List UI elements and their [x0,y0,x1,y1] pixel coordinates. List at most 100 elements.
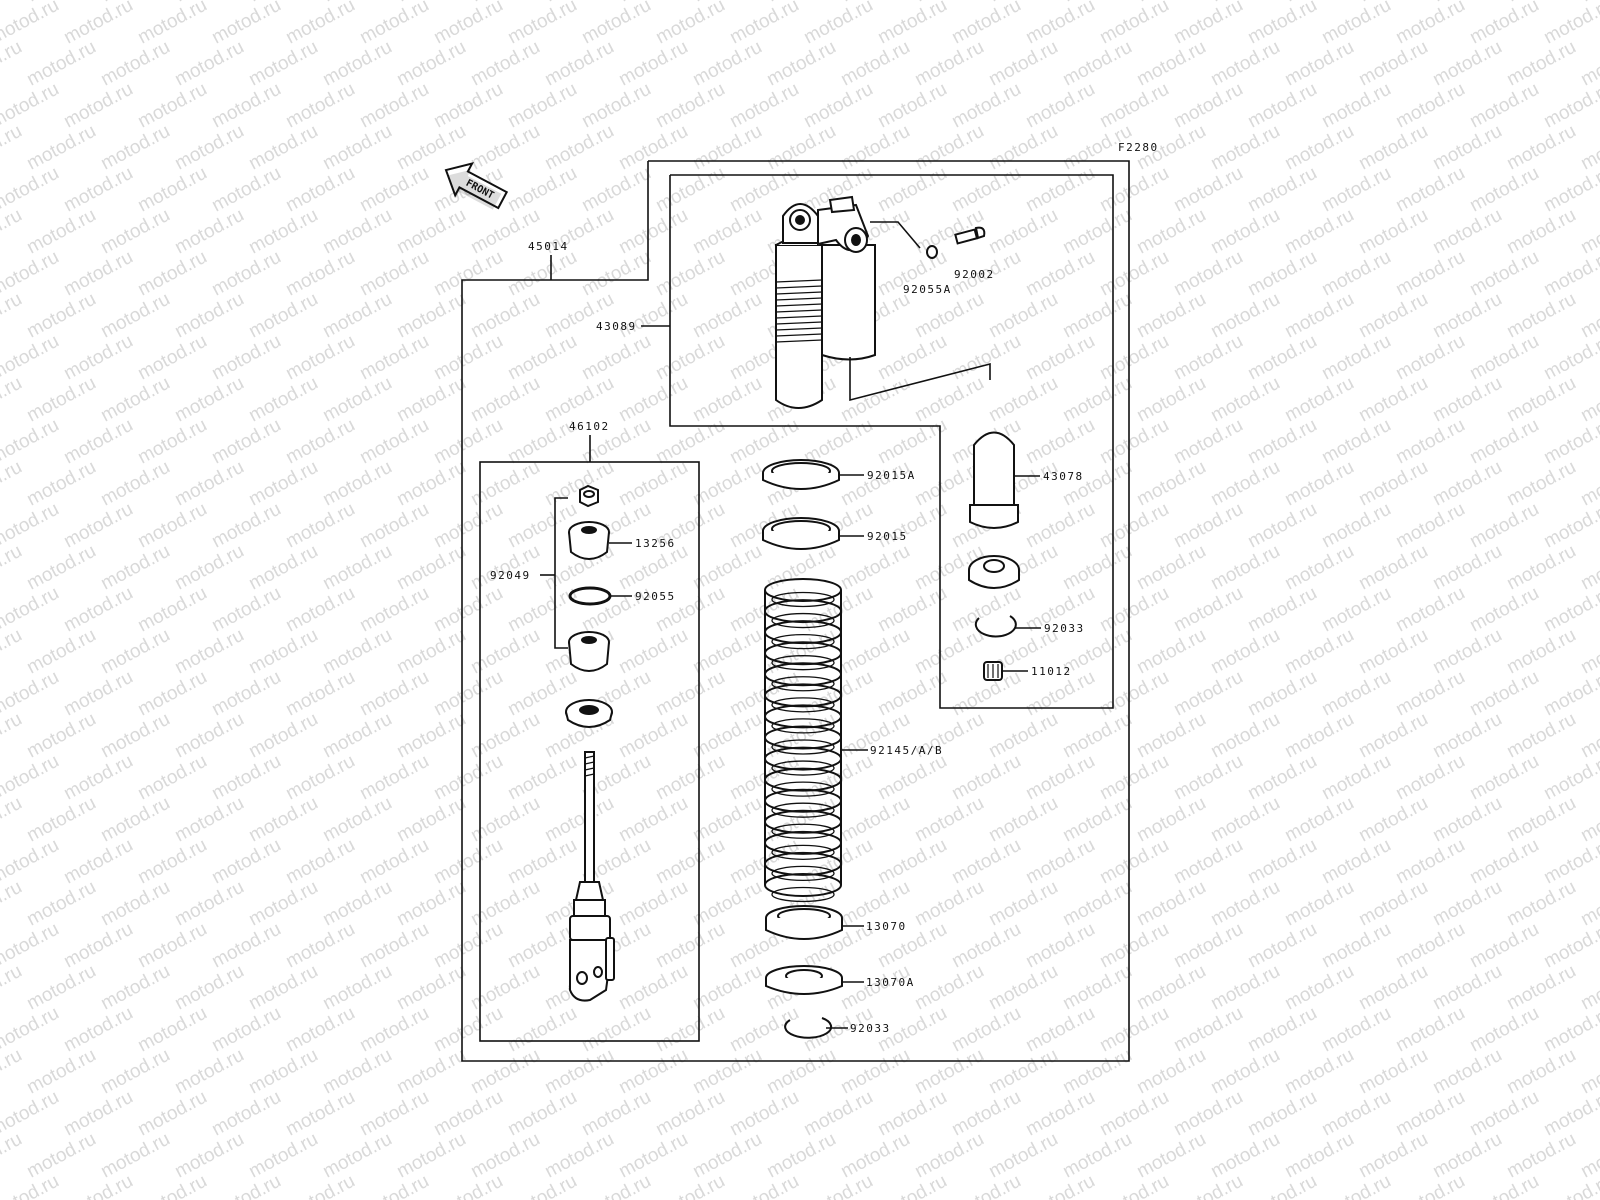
watermark-text: motod.ru [763,121,839,175]
watermark-text: motod.ru [1244,415,1320,469]
watermark-text: motod.ru [467,541,543,595]
watermark-text: motod.ru [1096,499,1172,553]
watermark-text: motod.ru [1392,247,1468,301]
watermark-text: motod.ru [985,121,1061,175]
watermark-text: motod.ru [1577,0,1600,6]
watermark-text: motod.ru [504,1171,580,1200]
watermark-text: motod.ru [1318,0,1394,48]
watermark-text: motod.ru [1466,835,1542,889]
watermark-text: motod.ru [97,1045,173,1099]
spring-coil-inner [771,718,835,734]
watermark-text: motod.ru [1096,331,1172,385]
watermark-text: motod.ru [1170,79,1246,133]
watermark-text: motod.ru [245,289,321,343]
watermark-text: motod.ru [837,37,913,91]
watermark-text: motod.ru [1466,331,1542,385]
watermark-text: motod.ru [985,37,1061,91]
watermark-text: motod.ru [1503,961,1579,1015]
watermark-text: motod.ru [1429,877,1505,931]
watermark-text: motod.ru [1281,541,1357,595]
watermark-text: motod.ru [467,457,543,511]
watermark-text: motod.ru [356,1003,432,1057]
seal-cap [565,699,613,728]
watermark-text: motod.ru [0,625,26,679]
watermark-text: motod.ru [1022,751,1098,805]
watermark-text: motod.ru [60,667,136,721]
watermark-text: motod.ru [1392,163,1468,217]
circlip-reservoir [974,615,1017,638]
watermark-text: motod.ru [208,331,284,385]
watermark-text: motod.ru [763,1129,839,1183]
watermark-text: motod.ru [948,1087,1024,1141]
watermark-text: motod.ru [1503,457,1579,511]
watermark-text: motod.ru [911,121,987,175]
watermark-text: motod.ru [245,1045,321,1099]
watermark-text: motod.ru [60,79,136,133]
watermark-text: motod.ru [985,373,1061,427]
watermark-text: motod.ru [1170,583,1246,637]
watermark-text: motod.ru [1244,667,1320,721]
watermark-text: motod.ru [652,163,728,217]
watermark-text: motod.ru [1133,37,1209,91]
watermark-text: motod.ru [0,877,26,931]
watermark-text: motod.ru [134,1171,210,1200]
watermark-text: motod.ru [1392,919,1468,973]
watermark-text: motod.ru [615,373,691,427]
watermark-text: motod.ru [1207,205,1283,259]
watermark-text: motod.ru [0,1129,26,1183]
watermark-text: motod.ru [0,373,26,427]
watermark-text: motod.ru [171,709,247,763]
watermark-text: motod.ru [874,1087,950,1141]
watermark-text: motod.ru [837,541,913,595]
watermark-text: motod.ru [911,877,987,931]
watermark-text: motod.ru [319,1129,395,1183]
watermark-text: motod.ru [948,835,1024,889]
watermark-text: motod.ru [430,415,506,469]
watermark-text: motod.ru [245,373,321,427]
watermark-text: motod.ru [1466,751,1542,805]
watermark-text: motod.ru [282,1003,358,1057]
watermark-text: motod.ru [1096,163,1172,217]
spring-coil-inner [771,865,835,882]
watermark-text: motod.ru [689,37,765,91]
watermark-text: motod.ru [0,961,26,1015]
watermark-text: motod.ru [1392,751,1468,805]
watermark-text: motod.ru [356,583,432,637]
watermark-text: motod.ru [1170,1171,1246,1200]
watermark-text: motod.ru [652,1003,728,1057]
label-13070a: 13070A [866,976,915,989]
watermark-text: motod.ru [1318,1087,1394,1141]
watermark-text: motod.ru [1207,457,1283,511]
watermark-text: motod.ru [245,1129,321,1183]
watermark-text: motod.ru [0,541,26,595]
watermark-text: motod.ru [393,289,469,343]
watermark-text: motod.ru [0,205,26,259]
watermark-text: motod.ru [874,0,950,48]
watermark-text: motod.ru [97,1129,173,1183]
bolt-92002 [954,226,986,245]
watermark-text: motod.ru [1133,877,1209,931]
watermark-text: motod.ru [985,709,1061,763]
watermark-text: motod.ru [356,835,432,889]
watermark-text: motod.ru [0,0,26,6]
watermark-text: motod.ru [1244,79,1320,133]
watermark-text: motod.ru [467,121,543,175]
watermark-text: motod.ru [689,793,765,847]
watermark-text: motod.ru [652,0,728,48]
watermark-text: motod.ru [1577,289,1600,343]
spring-coil-inner [771,760,835,776]
watermark-text: motod.ru [134,1003,210,1057]
watermark-text: motod.ru [208,79,284,133]
watermark-text: motod.ru [874,667,950,721]
watermark-text: motod.ru [430,667,506,721]
watermark-text: motod.ru [1429,373,1505,427]
watermark-text: motod.ru [652,835,728,889]
watermark-text: motod.ru [1503,709,1579,763]
watermark-text: motod.ru [504,583,580,637]
watermark-text: motod.ru [467,793,543,847]
watermark-text: motod.ru [578,247,654,301]
watermark-text: motod.ru [1170,1003,1246,1057]
reservoir-link [849,357,991,402]
spring-coil-inner [771,655,835,671]
watermark-text: motod.ru [1207,709,1283,763]
